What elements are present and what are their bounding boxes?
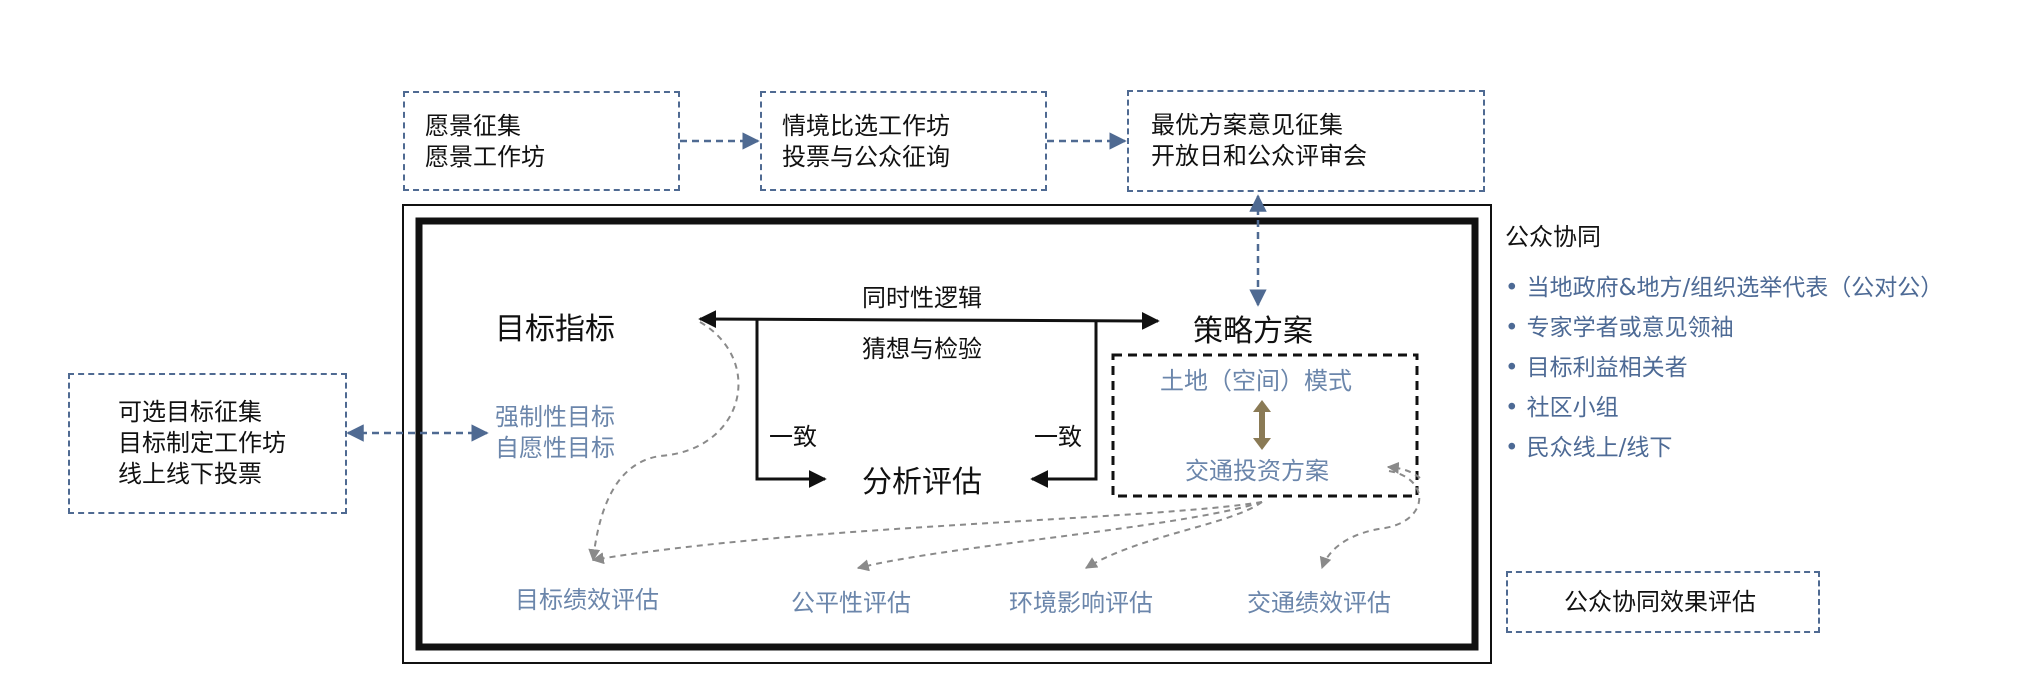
environment-eval: 环境影响评估 <box>1009 589 1153 617</box>
arrow-consistent-right <box>1030 320 1098 488</box>
scenario-box: 情境比选工作坊 投票与公众征询 <box>760 91 1047 191</box>
vision-box-line2: 愿景工作坊 <box>425 143 545 171</box>
arrow-concurrent-logic <box>698 310 1160 330</box>
curve-goal-eval <box>588 321 740 562</box>
arrow-consistent-left <box>755 319 827 488</box>
curve-transport-self <box>1319 470 1421 570</box>
optimal-plan-box: 最优方案意见征集 开放日和公众评审会 <box>1127 90 1485 192</box>
scenario-box-line1: 情境比选工作坊 <box>782 112 950 140</box>
goal-collection-box: 可选目标征集 目标制定工作坊 线上线下投票 <box>68 373 347 514</box>
goal-collection-line1: 可选目标征集 <box>118 398 262 426</box>
goal-collection-line3: 线上线下投票 <box>118 460 262 488</box>
goal-performance-eval: 目标绩效评估 <box>515 586 659 614</box>
vision-box-line1: 愿景征集 <box>425 112 521 140</box>
effect-evaluation-label: 公众协同效果评估 <box>1564 588 1756 616</box>
curve-transport-return <box>1386 461 1421 479</box>
mandatory-target: 强制性目标 <box>495 403 615 431</box>
hypothesis-test-label: 猜想与检验 <box>862 335 982 363</box>
curve-transport-to-env <box>1084 501 1263 569</box>
goal-collection-line2: 目标制定工作坊 <box>118 429 286 457</box>
goal-indicators-node: 目标指标 <box>495 312 615 347</box>
list-item: 社区小组 <box>1505 388 1943 428</box>
list-item: 目标利益相关者 <box>1505 348 1943 388</box>
optimal-plan-box-line1: 最优方案意见征集 <box>1151 111 1343 139</box>
public-collaboration-list: 当地政府&地方/组织选举代表（公对公） 专家学者或意见领袖 目标利益相关者 社区… <box>1505 268 1944 468</box>
transport-plan-label: 交通投资方案 <box>1185 457 1329 485</box>
public-collaboration-title: 公众协同 <box>1505 223 1601 251</box>
optimal-plan-box-line2: 开放日和公众评审会 <box>1151 142 1367 170</box>
concurrent-logic-label: 同时性逻辑 <box>862 284 982 312</box>
list-item: 民众线上/线下 <box>1505 428 1943 468</box>
curve-transport-to-goal <box>591 501 1263 565</box>
transport-performance-eval: 交通绩效评估 <box>1247 589 1391 617</box>
voluntary-target: 自愿性目标 <box>495 434 615 462</box>
effect-evaluation-box: 公众协同效果评估 <box>1506 571 1820 633</box>
scenario-box-line2: 投票与公众征询 <box>782 143 950 171</box>
strategy-box-frame <box>1111 353 1419 498</box>
equity-eval: 公平性评估 <box>791 589 911 617</box>
consistent-left-label: 一致 <box>769 423 817 451</box>
analysis-evaluation-node: 分析评估 <box>862 465 982 500</box>
list-item: 专家学者或意见领袖 <box>1505 308 1943 348</box>
list-item: 当地政府&地方/组织选举代表（公对公） <box>1505 268 1944 308</box>
vision-box: 愿景征集 愿景工作坊 <box>403 91 680 191</box>
curve-transport-to-equity <box>856 501 1263 572</box>
land-model-label: 土地（空间）模式 <box>1160 367 1352 395</box>
strategy-plan-node: 策略方案 <box>1193 314 1313 349</box>
consistent-right-label: 一致 <box>1034 423 1082 451</box>
